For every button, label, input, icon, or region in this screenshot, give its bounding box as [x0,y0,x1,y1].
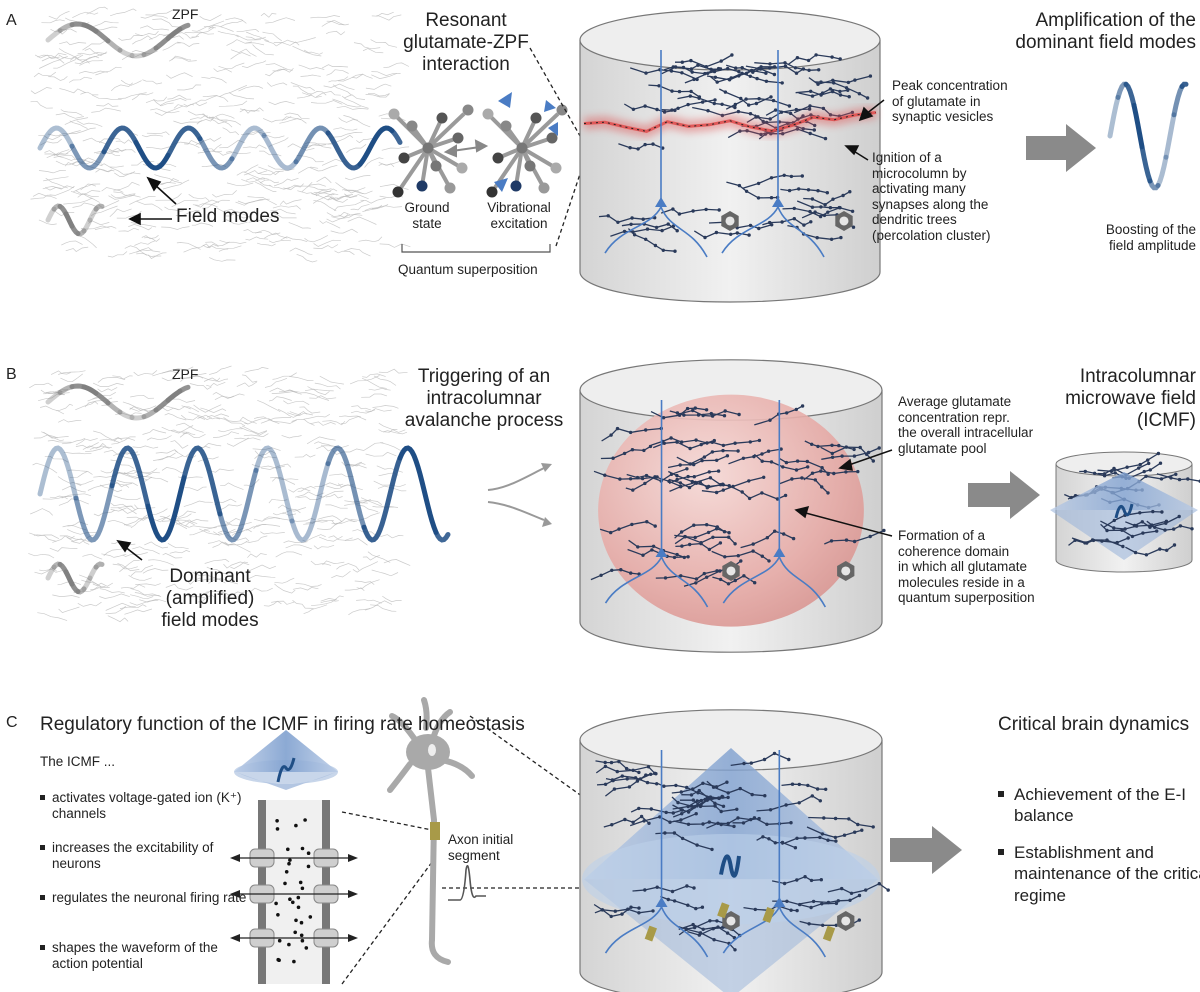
icmf-bullet-1: activates voltage-gated ion (K⁺) channel… [40,790,252,822]
coherence-label: Formation of a coherence domain in which… [898,528,1035,606]
field-mode-waves-b [37,383,451,595]
double-arrow-icon [443,139,489,158]
peak-concentration-label: Peak concentration of glutamate in synap… [892,78,1008,125]
icmf-cone-icon [234,730,338,790]
icmf-small-cylinder [1050,451,1200,573]
icmf-intro: The ICMF ... [40,754,116,769]
dominant-modes-arrow [116,539,143,561]
microcolumn-cylinder-b [579,359,886,653]
panel-b-letter: B [6,366,17,383]
critical-bullet-2: Establishment and maintenance of the cri… [998,842,1200,906]
microcolumn-cylinder-c [579,709,890,992]
superposition-label: Quantum superposition [398,262,538,277]
superposition-bracket [401,244,551,253]
critical-dynamics-title: Critical brain dynamics [998,714,1190,735]
critical-bullet-1: Achievement of the E-I balance [998,784,1200,827]
avalanche-split-arrows [487,467,545,521]
vibrational-label: Vibrational excitation [487,200,551,231]
icmf-title: Intracolumnar microwave field (ICMF) [1065,366,1196,431]
glutamate-molecule-ground [388,104,474,198]
panel-c-letter: C [6,714,18,731]
panel-b [28,359,1200,653]
panel-a [30,6,1189,303]
big-arrow-a [1026,124,1096,172]
amplified-wave-a [1107,81,1189,191]
zpf-noise-b [28,365,411,623]
boosting-label: Boosting of the field amplitude [1105,222,1196,253]
ignition-label: Ignition of a microcolumn by activating … [872,150,991,243]
triggering-title: Triggering of an intracolumnar avalanche… [404,366,564,431]
panel-a-letter: A [6,12,17,29]
neuron-icon [387,697,475,965]
vibration-arrows-icon [494,92,558,192]
panel-c [230,697,962,992]
amplification-title: Amplification of the dominant field mode… [1015,10,1196,53]
field-mode-waves-a [37,21,403,237]
annotation-arrows-b [794,449,893,537]
icmf-bullet-2: increases the excitability of neurons [40,840,252,872]
annotation-arrows-a [844,99,885,161]
icmf-bullet-4: shapes the waveform of the action potent… [40,940,252,972]
zpf-label-b: ZPF [172,366,199,382]
axon-initial-segment-label: Axon initial segment [448,832,514,863]
big-arrow-b [968,471,1040,519]
panel-c-title: Regulatory function of the ICMF in firin… [40,714,525,735]
icmf-bullet-3: regulates the neuronal firing rate [40,890,252,906]
ground-state-label: Ground state [404,200,450,231]
average-concentration-label: Average glutamate concentration repr. th… [898,394,1034,456]
zpf-label-a: ZPF [172,6,199,22]
axon-membrane-channels [230,800,358,984]
microcolumn-cylinder-a [579,9,881,303]
field-modes-label: Field modes [176,206,280,227]
action-potential-icon [448,864,486,901]
dominant-modes-label: Dominant (amplified) field modes [161,566,259,631]
big-arrow-c [890,826,962,874]
resonant-title: Resonant glutamate-ZPF interaction [403,10,529,75]
field-modes-arrows [128,176,177,226]
